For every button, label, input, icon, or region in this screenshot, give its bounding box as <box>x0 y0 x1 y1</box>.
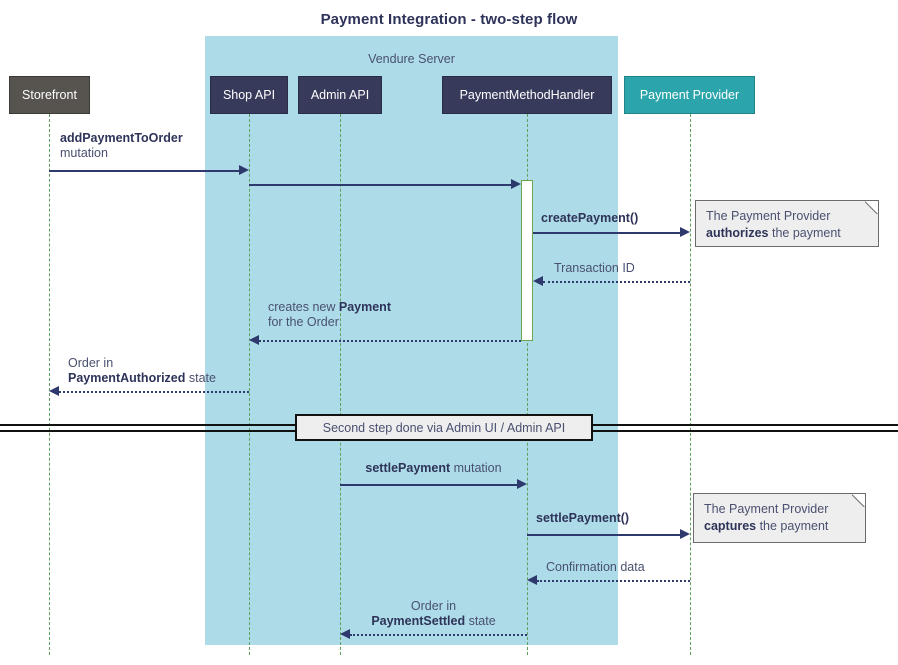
participant-payment-method-handler[interactable]: PaymentMethodHandler <box>442 76 612 114</box>
note-authorize-line1: The Payment Provider <box>706 209 831 223</box>
participant-admin-api-label: Admin API <box>310 88 370 102</box>
participant-shop-api-label: Shop API <box>222 88 276 102</box>
participant-payment-provider[interactable]: Payment Provider <box>624 76 755 114</box>
participant-provider-label: Payment Provider <box>639 88 740 102</box>
lifeline-provider <box>690 114 691 655</box>
lifeline-handler <box>527 114 528 655</box>
lifeline-storefront <box>49 114 50 655</box>
note-capture-line1: The Payment Provider <box>704 502 829 516</box>
message-label-settle-payment-mutation: settlePayment mutation <box>340 461 527 476</box>
message-arrow-transaction-id <box>543 281 690 283</box>
m9-plain: Confirmation data <box>546 560 645 574</box>
note-provider-captures: The Payment Provider captures the paymen… <box>693 493 866 543</box>
divider-label-text: Second step done via Admin UI / Admin AP… <box>322 420 566 435</box>
message-label-confirmation-data: Confirmation data <box>546 560 645 575</box>
participant-storefront[interactable]: Storefront <box>9 76 90 114</box>
note-fold-edge-icon <box>865 201 878 214</box>
message-arrow-payment-settled <box>350 634 527 636</box>
arrowhead-settle-payment-call <box>680 529 690 539</box>
message-arrow-creates-new-payment <box>259 340 521 342</box>
note-provider-authorizes: The Payment Provider authorizes the paym… <box>695 200 879 247</box>
arrowhead-creates-new-payment <box>249 335 259 345</box>
participant-shop-api[interactable]: Shop API <box>210 76 288 114</box>
activation-bar-handler <box>521 180 533 341</box>
message-arrow-add-payment-to-order <box>49 170 239 172</box>
message-arrow-payment-authorized <box>59 391 249 393</box>
m5-line1-bold: Payment <box>338 300 391 314</box>
m6-plain: state <box>185 371 216 385</box>
m5-line2: for the Order <box>268 315 339 329</box>
lifeline-shop-api <box>249 114 250 655</box>
arrowhead-add-payment-to-order <box>239 165 249 175</box>
m1-bold-text: addPaymentToOrder <box>60 131 183 145</box>
message-arrow-settle-payment-call <box>527 534 680 536</box>
m3-bold-text: createPayment() <box>541 211 639 225</box>
m5-line1-plain: creates new <box>268 300 339 314</box>
m6-bold: PaymentAuthorized <box>68 371 186 385</box>
note-authorize-tail: the payment <box>768 226 841 240</box>
note-capture-tail: the payment <box>756 519 829 533</box>
note-authorize-bold: authorizes <box>706 226 769 240</box>
m10-line1: Order in <box>410 599 457 613</box>
participant-handler-label: PaymentMethodHandler <box>459 88 595 102</box>
m4-plain-text: Transaction ID <box>554 261 635 275</box>
m7-plain: mutation <box>450 461 502 475</box>
arrowhead-create-payment <box>680 227 690 237</box>
note-fold-edge-icon-2 <box>852 494 865 507</box>
vendure-server-label: Vendure Server <box>368 52 455 66</box>
page-title: Payment Integration - two-step flow <box>320 11 578 28</box>
participant-admin-api[interactable]: Admin API <box>298 76 382 114</box>
message-label-creates-new-payment: creates new Payment for the Order <box>268 300 391 330</box>
message-arrow-confirmation-data <box>537 580 690 582</box>
message-label-settle-payment-call: settlePayment() <box>536 511 629 526</box>
message-label-transaction-id: Transaction ID <box>554 261 635 276</box>
m6-line1: Order in <box>68 356 114 370</box>
message-label-payment-authorized: Order in PaymentAuthorized state <box>68 356 216 386</box>
divider-label-box: Second step done via Admin UI / Admin AP… <box>295 414 593 441</box>
message-arrow-create-payment <box>533 232 680 234</box>
arrowhead-payment-settled <box>340 629 350 639</box>
message-label-payment-settled: Order in PaymentSettled state <box>340 599 527 629</box>
m10-bold: PaymentSettled <box>371 614 466 628</box>
message-label-create-payment: createPayment() <box>541 211 638 226</box>
arrowhead-confirmation-data <box>527 575 537 585</box>
note-capture-bold: captures <box>704 519 757 533</box>
participant-storefront-label: Storefront <box>22 88 77 102</box>
message-arrow-shop-api-to-handler <box>249 184 511 186</box>
arrowhead-shop-api-to-handler <box>511 179 521 189</box>
arrowhead-settle-payment-mutation <box>517 479 527 489</box>
message-label-add-payment-to-order: addPaymentToOrder mutation <box>60 131 183 161</box>
lifeline-admin-api <box>340 114 341 655</box>
m7-bold: settlePayment <box>365 461 451 475</box>
m8-bold: settlePayment() <box>536 511 630 525</box>
m10-plain: state <box>465 614 496 628</box>
m1-plain-text: mutation <box>60 146 108 160</box>
arrowhead-payment-authorized <box>49 386 59 396</box>
arrowhead-transaction-id <box>533 276 543 286</box>
message-arrow-settle-payment-mutation <box>340 484 517 486</box>
